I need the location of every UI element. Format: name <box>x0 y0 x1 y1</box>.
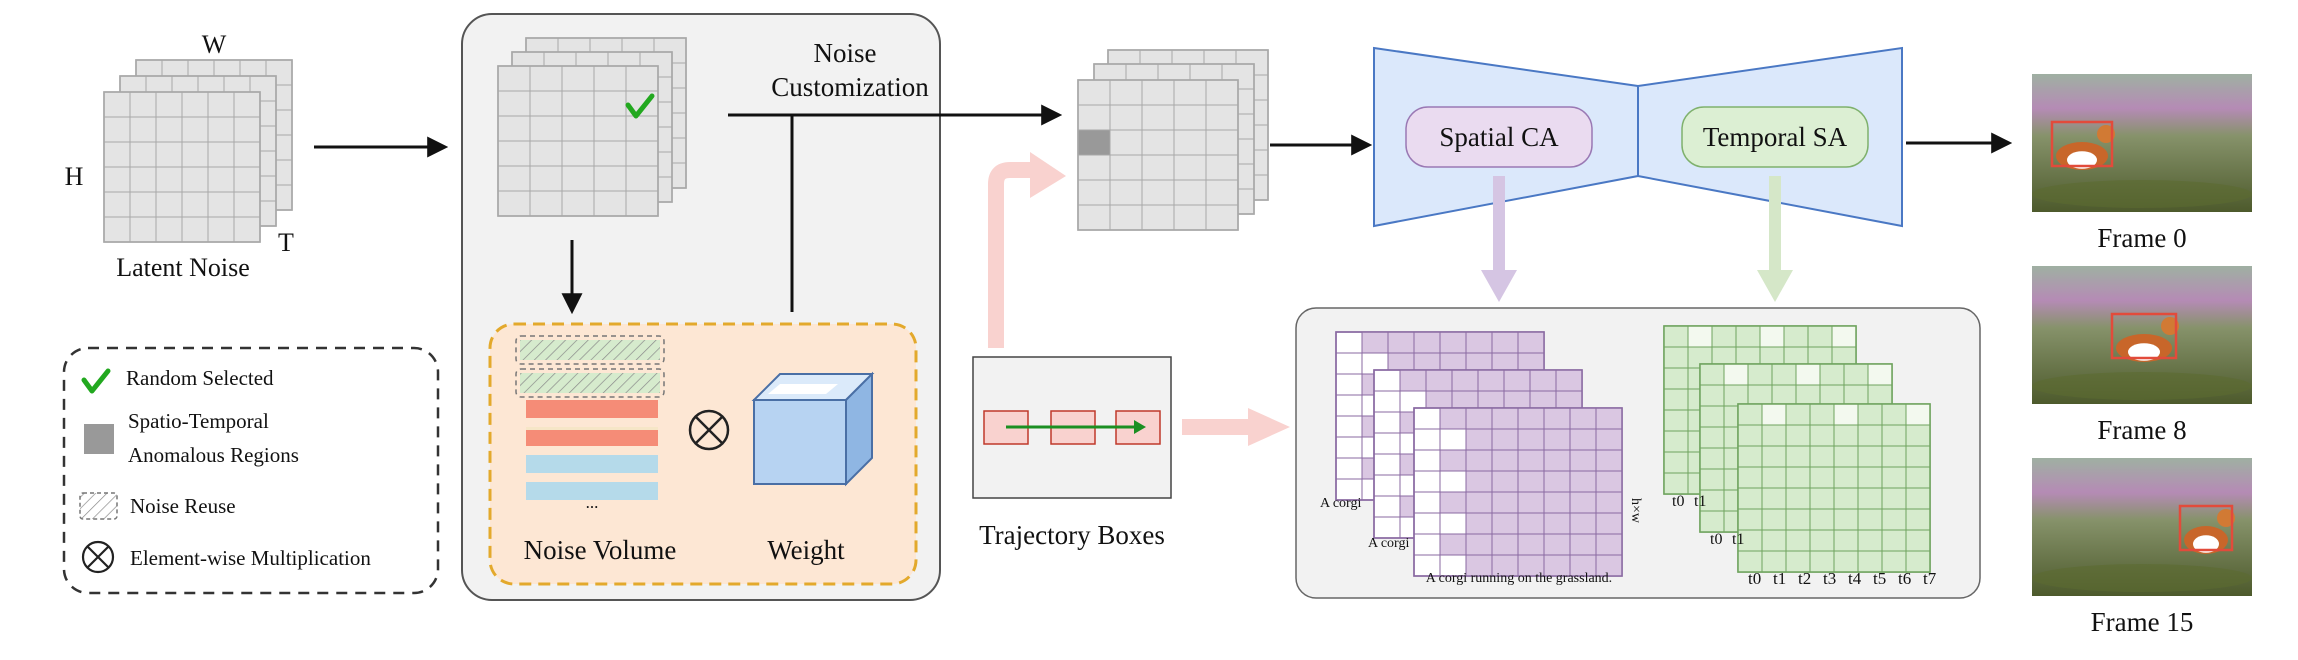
frame-label-2: Frame 15 <box>2091 607 2194 637</box>
noise-customization-title-line1: Noise <box>814 38 877 68</box>
trajectory-path-head <box>1134 420 1146 434</box>
trajectory-to-noise-arrowhead <box>1030 152 1066 198</box>
customized-noise-grid-stack <box>497 37 687 217</box>
reuse-outline-1 <box>515 335 665 365</box>
spatial-ca-label: Spatial CA <box>1439 122 1559 152</box>
time-token-1: t1 <box>1773 569 1786 588</box>
legend-check-icon <box>81 368 111 394</box>
unet-group: Spatial CA Temporal SA <box>1373 46 1903 228</box>
bbox-1 <box>2110 312 2178 360</box>
temporal-attention-maps <box>1663 325 1931 573</box>
corgi-2 <box>2184 509 2235 554</box>
corgi-1 <box>2116 317 2179 362</box>
volume-layer-5 <box>526 430 658 446</box>
mid-time-token-1: t1 <box>1732 531 1744 548</box>
bbox-0 <box>2050 120 2114 168</box>
temporal-map-3 <box>1737 403 1931 573</box>
bbox-2 <box>2178 504 2234 552</box>
prompt-label-2: A corgi <box>1368 536 1409 551</box>
volume-layer-3 <box>526 400 658 418</box>
temporal-sa-label: Temporal SA <box>1703 122 1848 152</box>
weight-label: Weight <box>767 535 845 565</box>
noise-customization-panel: ... Noise Volume Weight <box>461 13 941 601</box>
time-token-7: t7 <box>1923 569 1937 588</box>
noise-customization-title-line2: Customization <box>771 72 929 102</box>
trajectory-to-attention-arrowhead <box>1248 408 1290 446</box>
temporal-down-arrowhead <box>1757 270 1793 302</box>
reuse-hatch-1 <box>520 340 660 360</box>
legend-anomaly-line2: Anomalous Regions <box>128 443 299 467</box>
hw-label: h×w <box>1628 498 1643 524</box>
trajectory-label: Trajectory Boxes <box>979 520 1165 550</box>
legend-elementwise: Element-wise Multiplication <box>130 546 371 570</box>
legend-anomaly-swatch <box>84 424 114 454</box>
spatial-attention-maps <box>1335 331 1623 577</box>
dim-w-label: W <box>202 30 227 59</box>
trajectory-boxes-group: Trajectory Boxes <box>972 356 1172 550</box>
output-frames: Frame 0 Frame 8 Frame 15 <box>2032 74 2252 637</box>
frame-0: Frame 0 <box>2032 74 2252 253</box>
back-time-token-0: t0 <box>1672 493 1684 510</box>
legend: Random Selected Spatio-Temporal Anomalou… <box>62 346 440 595</box>
back-time-token-1: t1 <box>1694 493 1706 510</box>
multiply-icon <box>688 409 730 451</box>
weight-cube <box>751 371 875 487</box>
dim-h-label: H <box>65 162 84 191</box>
reuse-hatch-2 <box>520 373 660 393</box>
legend-multiply-icon <box>81 540 115 574</box>
spatial-map-3 <box>1413 407 1623 577</box>
spatial-ca-block <box>1405 106 1593 168</box>
prompt-label-1: A corgi <box>1320 496 1361 511</box>
time-token-labels: t0 t1 t2 t3 t4 t5 t6 t7 t0 t1 t0 t1 <box>1672 493 1937 588</box>
temporal-sa-block <box>1681 106 1869 168</box>
mid-time-token-0: t0 <box>1710 531 1722 548</box>
volume-layer-6 <box>526 455 658 473</box>
corgi-0 <box>2056 125 2115 170</box>
custom-noise-layer-3 <box>497 65 659 217</box>
time-token-6: t6 <box>1898 569 1911 588</box>
latent-noise-title: Latent Noise <box>116 253 250 282</box>
legend-reuse-swatch <box>79 492 118 520</box>
frame-ground-1 <box>2032 372 2252 400</box>
spatial-down-arrowhead <box>1481 270 1517 302</box>
reuse-outline-2 <box>515 368 665 398</box>
time-token-0: t0 <box>1748 569 1761 588</box>
frame-ground-0 <box>2032 180 2252 208</box>
trajectory-to-noise-arrow <box>988 162 1032 348</box>
legend-random-selected: Random Selected <box>126 366 274 390</box>
noise-layer-3 <box>1077 79 1239 231</box>
frame-ground-2 <box>2032 564 2252 592</box>
latent-noise-group: W H T Latent Noise <box>65 30 294 282</box>
legend-frame <box>62 346 440 595</box>
time-token-3: t3 <box>1823 569 1836 588</box>
dim-t-label: T <box>278 228 294 257</box>
frame-2: Frame 15 <box>2032 458 2252 637</box>
frame-label-1: Frame 8 <box>2097 415 2186 445</box>
customized-noise-stack <box>1077 49 1269 231</box>
legend-noise-reuse: Noise Reuse <box>130 494 236 518</box>
attention-maps-panel: A corgi A corgi A corgi running on the g… <box>1295 307 1981 599</box>
volume-layer-7 <box>526 482 658 500</box>
frame-1: Frame 8 <box>2032 266 2252 445</box>
time-token-5: t5 <box>1873 569 1886 588</box>
latent-noise-grid-stack <box>103 59 293 243</box>
volume-ellipsis: ... <box>586 493 599 512</box>
prompt-label-full: A corgi running on the grassland. <box>1426 571 1612 586</box>
latent-noise-layer-3 <box>103 91 261 243</box>
time-token-2: t2 <box>1798 569 1811 588</box>
frame-label-0: Frame 0 <box>2097 223 2186 253</box>
noise-volume-stack: ... <box>515 335 665 512</box>
noise-volume-label: Noise Volume <box>524 535 677 565</box>
legend-anomaly-line1: Spatio-Temporal <box>128 409 269 433</box>
check-icon <box>625 93 655 119</box>
time-token-4: t4 <box>1848 569 1862 588</box>
